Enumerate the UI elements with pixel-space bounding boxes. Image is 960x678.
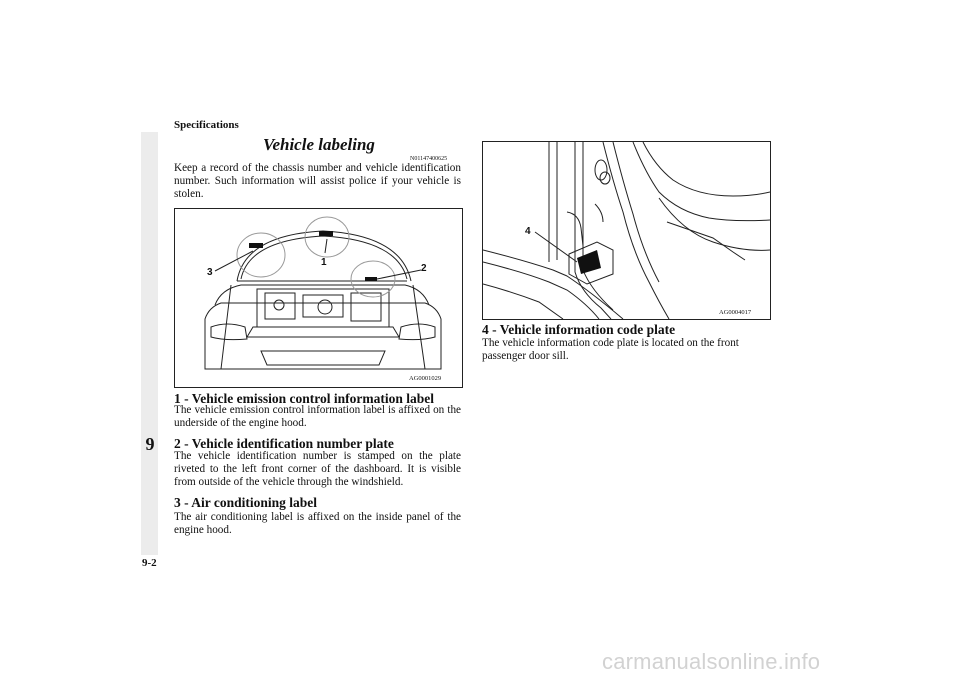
section-header: Specifications bbox=[174, 119, 239, 131]
callout-2: 2 bbox=[421, 263, 427, 274]
item-4-text: The vehicle information code plate is lo… bbox=[482, 337, 739, 362]
item-3-heading: 3 - Air conditioning label bbox=[174, 495, 318, 510]
engine-hood-figure: 1 2 3 AG0001029 bbox=[174, 208, 463, 388]
item-1-text: The vehicle emission control information… bbox=[174, 404, 461, 429]
item-2-heading: 2 - Vehicle identification number plate bbox=[174, 436, 394, 451]
callout-3: 3 bbox=[207, 267, 213, 278]
figure-code: AG0004017 bbox=[719, 309, 752, 316]
item-4-heading: 4 - Vehicle information code plate bbox=[482, 322, 676, 337]
chapter-number: 9 bbox=[145, 434, 155, 454]
watermark: carmanualsonline.info bbox=[602, 649, 821, 674]
callout-1: 1 bbox=[321, 257, 327, 268]
page-number: 9-2 bbox=[142, 557, 157, 569]
intro-paragraph: Keep a record of the chassis number and … bbox=[174, 162, 461, 200]
item-1-heading: 1 - Vehicle emission control information… bbox=[174, 391, 434, 406]
door-sill-figure: 4 AG0004017 bbox=[482, 141, 771, 320]
callout-4: 4 bbox=[525, 226, 531, 237]
chapter-tab bbox=[141, 132, 158, 555]
reference-code: N01147400625 bbox=[410, 156, 448, 162]
item-2-text: The vehicle identification number is sta… bbox=[174, 450, 461, 488]
figure-code: AG0001029 bbox=[409, 375, 441, 382]
item-3-text: The air conditioning label is affixed on… bbox=[174, 511, 461, 536]
page-title: Vehicle labeling bbox=[263, 135, 375, 154]
